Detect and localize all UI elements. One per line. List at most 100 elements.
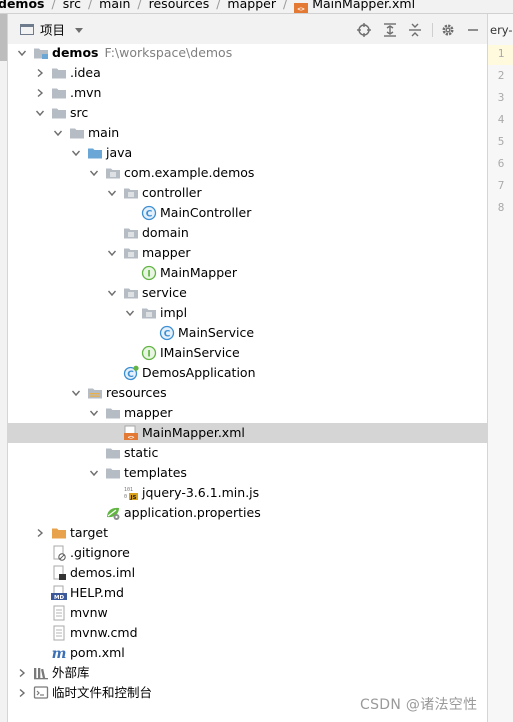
source-folder-icon bbox=[87, 145, 103, 161]
chevron-down-icon[interactable] bbox=[52, 123, 64, 143]
chevron-right-icon[interactable] bbox=[34, 63, 46, 83]
tree-row[interactable]: templates bbox=[8, 463, 487, 483]
expand-all-icon[interactable] bbox=[382, 22, 398, 38]
class-icon: C bbox=[141, 205, 157, 221]
tree-row-name: domain bbox=[142, 225, 189, 240]
chevron-right-icon[interactable] bbox=[34, 523, 46, 543]
tree-row-label: mvnw bbox=[70, 603, 108, 623]
chevron-down-icon[interactable] bbox=[34, 103, 46, 123]
tree-row[interactable]: impl bbox=[8, 303, 487, 323]
breadcrumb-item[interactable]: src bbox=[62, 0, 81, 11]
breadcrumb-separator: / bbox=[137, 0, 142, 11]
tree-row[interactable]: application.properties bbox=[8, 503, 487, 523]
chevron-down-icon[interactable] bbox=[88, 403, 100, 423]
svg-text:MD: MD bbox=[54, 595, 64, 601]
tree-row[interactable]: mapper bbox=[8, 403, 487, 423]
tree-row-name: 临时文件和控制台 bbox=[52, 685, 153, 700]
chevron-down-icon[interactable] bbox=[16, 43, 28, 63]
project-view-selector[interactable]: 项目 bbox=[20, 22, 84, 38]
chevron-down-icon[interactable] bbox=[70, 383, 82, 403]
gear-icon[interactable] bbox=[440, 22, 456, 38]
crosshair-icon[interactable] bbox=[356, 22, 372, 38]
chevron-down-icon[interactable] bbox=[70, 143, 82, 163]
tree-row[interactable]: service bbox=[8, 283, 487, 303]
tree-row[interactable]: .idea bbox=[8, 63, 487, 83]
collapse-all-icon[interactable] bbox=[407, 22, 423, 38]
tree-row[interactable]: java bbox=[8, 143, 487, 163]
tree-row[interactable]: com.example.demos bbox=[8, 163, 487, 183]
breadcrumb-item[interactable]: mapper bbox=[227, 0, 276, 11]
tree-row[interactable]: mvnw.cmd bbox=[8, 623, 487, 643]
minimize-icon[interactable] bbox=[465, 22, 481, 38]
svg-text:I: I bbox=[147, 269, 150, 279]
class-icon: C bbox=[159, 325, 175, 341]
chevron-down-icon[interactable] bbox=[106, 283, 118, 303]
tree-row[interactable]: 外部库 bbox=[8, 663, 487, 683]
xml-file-icon: <> bbox=[123, 425, 139, 441]
breadcrumb-separator: / bbox=[87, 0, 93, 11]
tree-row[interactable]: 临时文件和控制台 bbox=[8, 683, 487, 703]
project-tool-tab[interactable] bbox=[0, 14, 7, 61]
tree-row-name: impl bbox=[160, 305, 188, 320]
interface-icon: I bbox=[141, 345, 157, 361]
tree-row[interactable]: mapper bbox=[8, 243, 487, 263]
tree-row-name: HELP.md bbox=[70, 585, 124, 600]
line-number: 2 bbox=[497, 69, 505, 82]
tree-row-label: application.properties bbox=[124, 503, 261, 523]
package-icon bbox=[123, 285, 139, 301]
tree-row[interactable]: .gitignore bbox=[8, 543, 487, 563]
breadcrumb-item[interactable]: main bbox=[99, 0, 131, 11]
folder-icon bbox=[51, 105, 67, 121]
tree-row[interactable]: main bbox=[8, 123, 487, 143]
tree-row[interactable]: MD HELP.md bbox=[8, 583, 487, 603]
spring-class-icon: C bbox=[123, 365, 139, 381]
package-icon bbox=[141, 305, 157, 321]
chevron-down-icon[interactable] bbox=[106, 183, 118, 203]
breadcrumb-item[interactable]: demos bbox=[0, 0, 45, 11]
chevron-right-icon[interactable] bbox=[34, 83, 46, 103]
tree-row-label: java bbox=[106, 143, 132, 163]
line-number: 8 bbox=[497, 201, 505, 214]
breadcrumb-item[interactable]: resources bbox=[148, 0, 210, 11]
tree-row-label: demos.iml bbox=[70, 563, 135, 583]
svg-text:<>: <> bbox=[128, 435, 135, 441]
tree-row[interactable]: controller bbox=[8, 183, 487, 203]
tree-row-name: controller bbox=[142, 185, 202, 200]
chevron-down-icon[interactable] bbox=[106, 243, 118, 263]
tree-row-label: controller bbox=[142, 183, 202, 203]
project-view-title: 项目 bbox=[40, 22, 66, 38]
tree-row[interactable]: <>MainMapper.xml bbox=[8, 423, 487, 443]
current-line-highlight bbox=[488, 45, 513, 65]
tree-row-name: static bbox=[124, 445, 159, 460]
breadcrumb-separator: / bbox=[51, 0, 56, 11]
tree-row[interactable]: src bbox=[8, 103, 487, 123]
svg-text:0: 0 bbox=[124, 494, 127, 500]
line-number: 6 bbox=[497, 157, 505, 170]
chevron-right-icon[interactable] bbox=[16, 663, 28, 683]
tree-row[interactable]: mvnw bbox=[8, 603, 487, 623]
tree-row[interactable]: domain bbox=[8, 223, 487, 243]
editor-tab[interactable]: ery-3 bbox=[488, 19, 513, 41]
tree-row[interactable]: demos.iml bbox=[8, 563, 487, 583]
tree-row[interactable]: .mvn bbox=[8, 83, 487, 103]
tree-row[interactable]: static bbox=[8, 443, 487, 463]
chevron-down-icon[interactable] bbox=[88, 163, 100, 183]
chevron-down-icon[interactable] bbox=[88, 463, 100, 483]
tree-row-name: application.properties bbox=[124, 505, 261, 520]
tree-row[interactable]: target bbox=[8, 523, 487, 543]
tree-row-label: src bbox=[70, 103, 88, 123]
breadcrumb-item[interactable]: MainMapper.xml bbox=[312, 0, 416, 11]
chevron-right-icon[interactable] bbox=[16, 683, 28, 703]
tree-row-label: pom.xml bbox=[70, 643, 125, 663]
tree-row[interactable]: resources bbox=[8, 383, 487, 403]
chevron-down-icon[interactable] bbox=[124, 303, 136, 323]
